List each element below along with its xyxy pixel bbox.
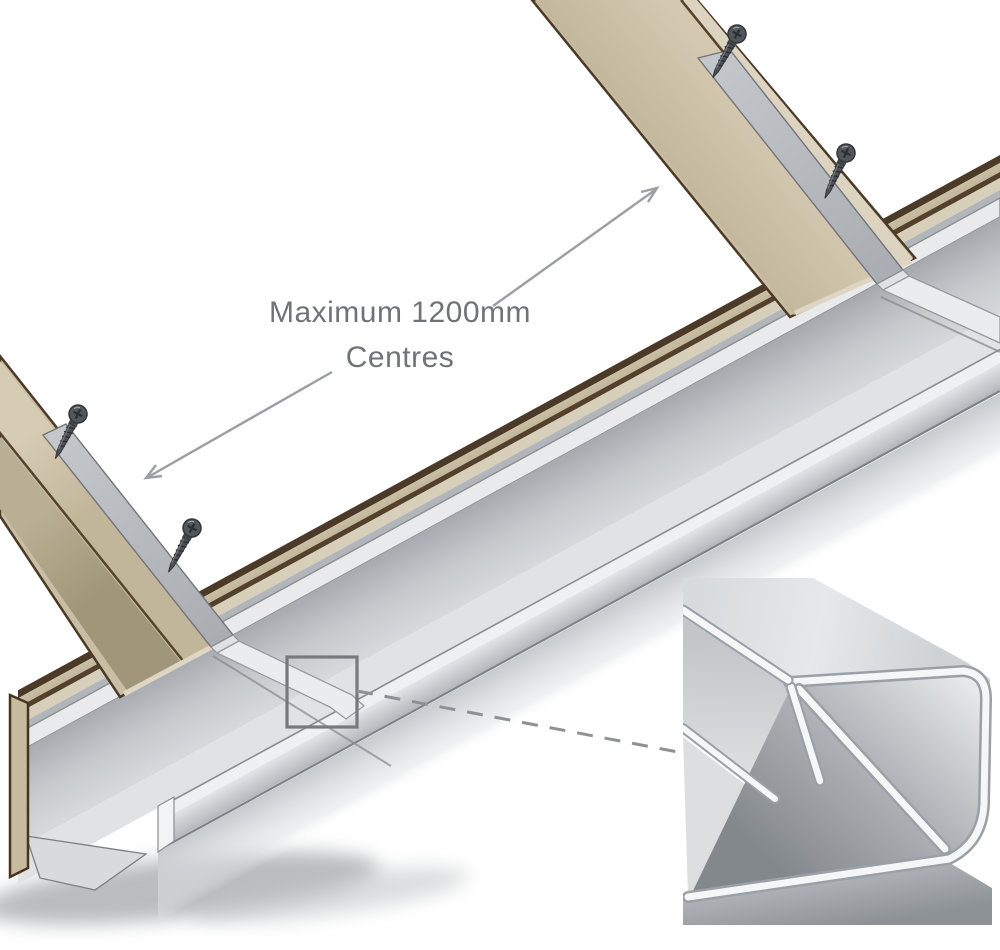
spacing-arrow-upper bbox=[492, 186, 660, 307]
annotation-line1: Maximum 1200mm bbox=[269, 296, 531, 329]
gutter-floor-highlight bbox=[18, 313, 1000, 885]
right-rafter bbox=[530, 0, 918, 319]
inset-underside bbox=[683, 863, 992, 925]
inset-tube-interior bbox=[690, 670, 988, 897]
bead-detail-inset bbox=[683, 578, 992, 925]
gutter-interior bbox=[18, 217, 1000, 849]
bead-end-cut bbox=[157, 795, 175, 854]
inset-sheet-edges bbox=[683, 604, 992, 903]
gutter-drip-flap bbox=[25, 835, 148, 891]
fascia-roof-edge bbox=[18, 155, 1000, 734]
gutter-bead bbox=[165, 348, 1000, 847]
annotation-line2: Centres bbox=[346, 341, 455, 374]
box-gutter bbox=[17, 197, 1000, 922]
strap-shadows bbox=[212, 296, 1000, 767]
inset-top-face bbox=[683, 578, 990, 697]
spacing-annotation: Maximum 1200mm Centres bbox=[269, 296, 531, 374]
fixing-strap-right bbox=[696, 49, 1000, 344]
gutter-front-face bbox=[158, 393, 1000, 922]
fixing-strap-left bbox=[41, 423, 366, 720]
spacing-arrow-lower bbox=[143, 370, 333, 480]
fascia-end-face bbox=[8, 693, 30, 880]
